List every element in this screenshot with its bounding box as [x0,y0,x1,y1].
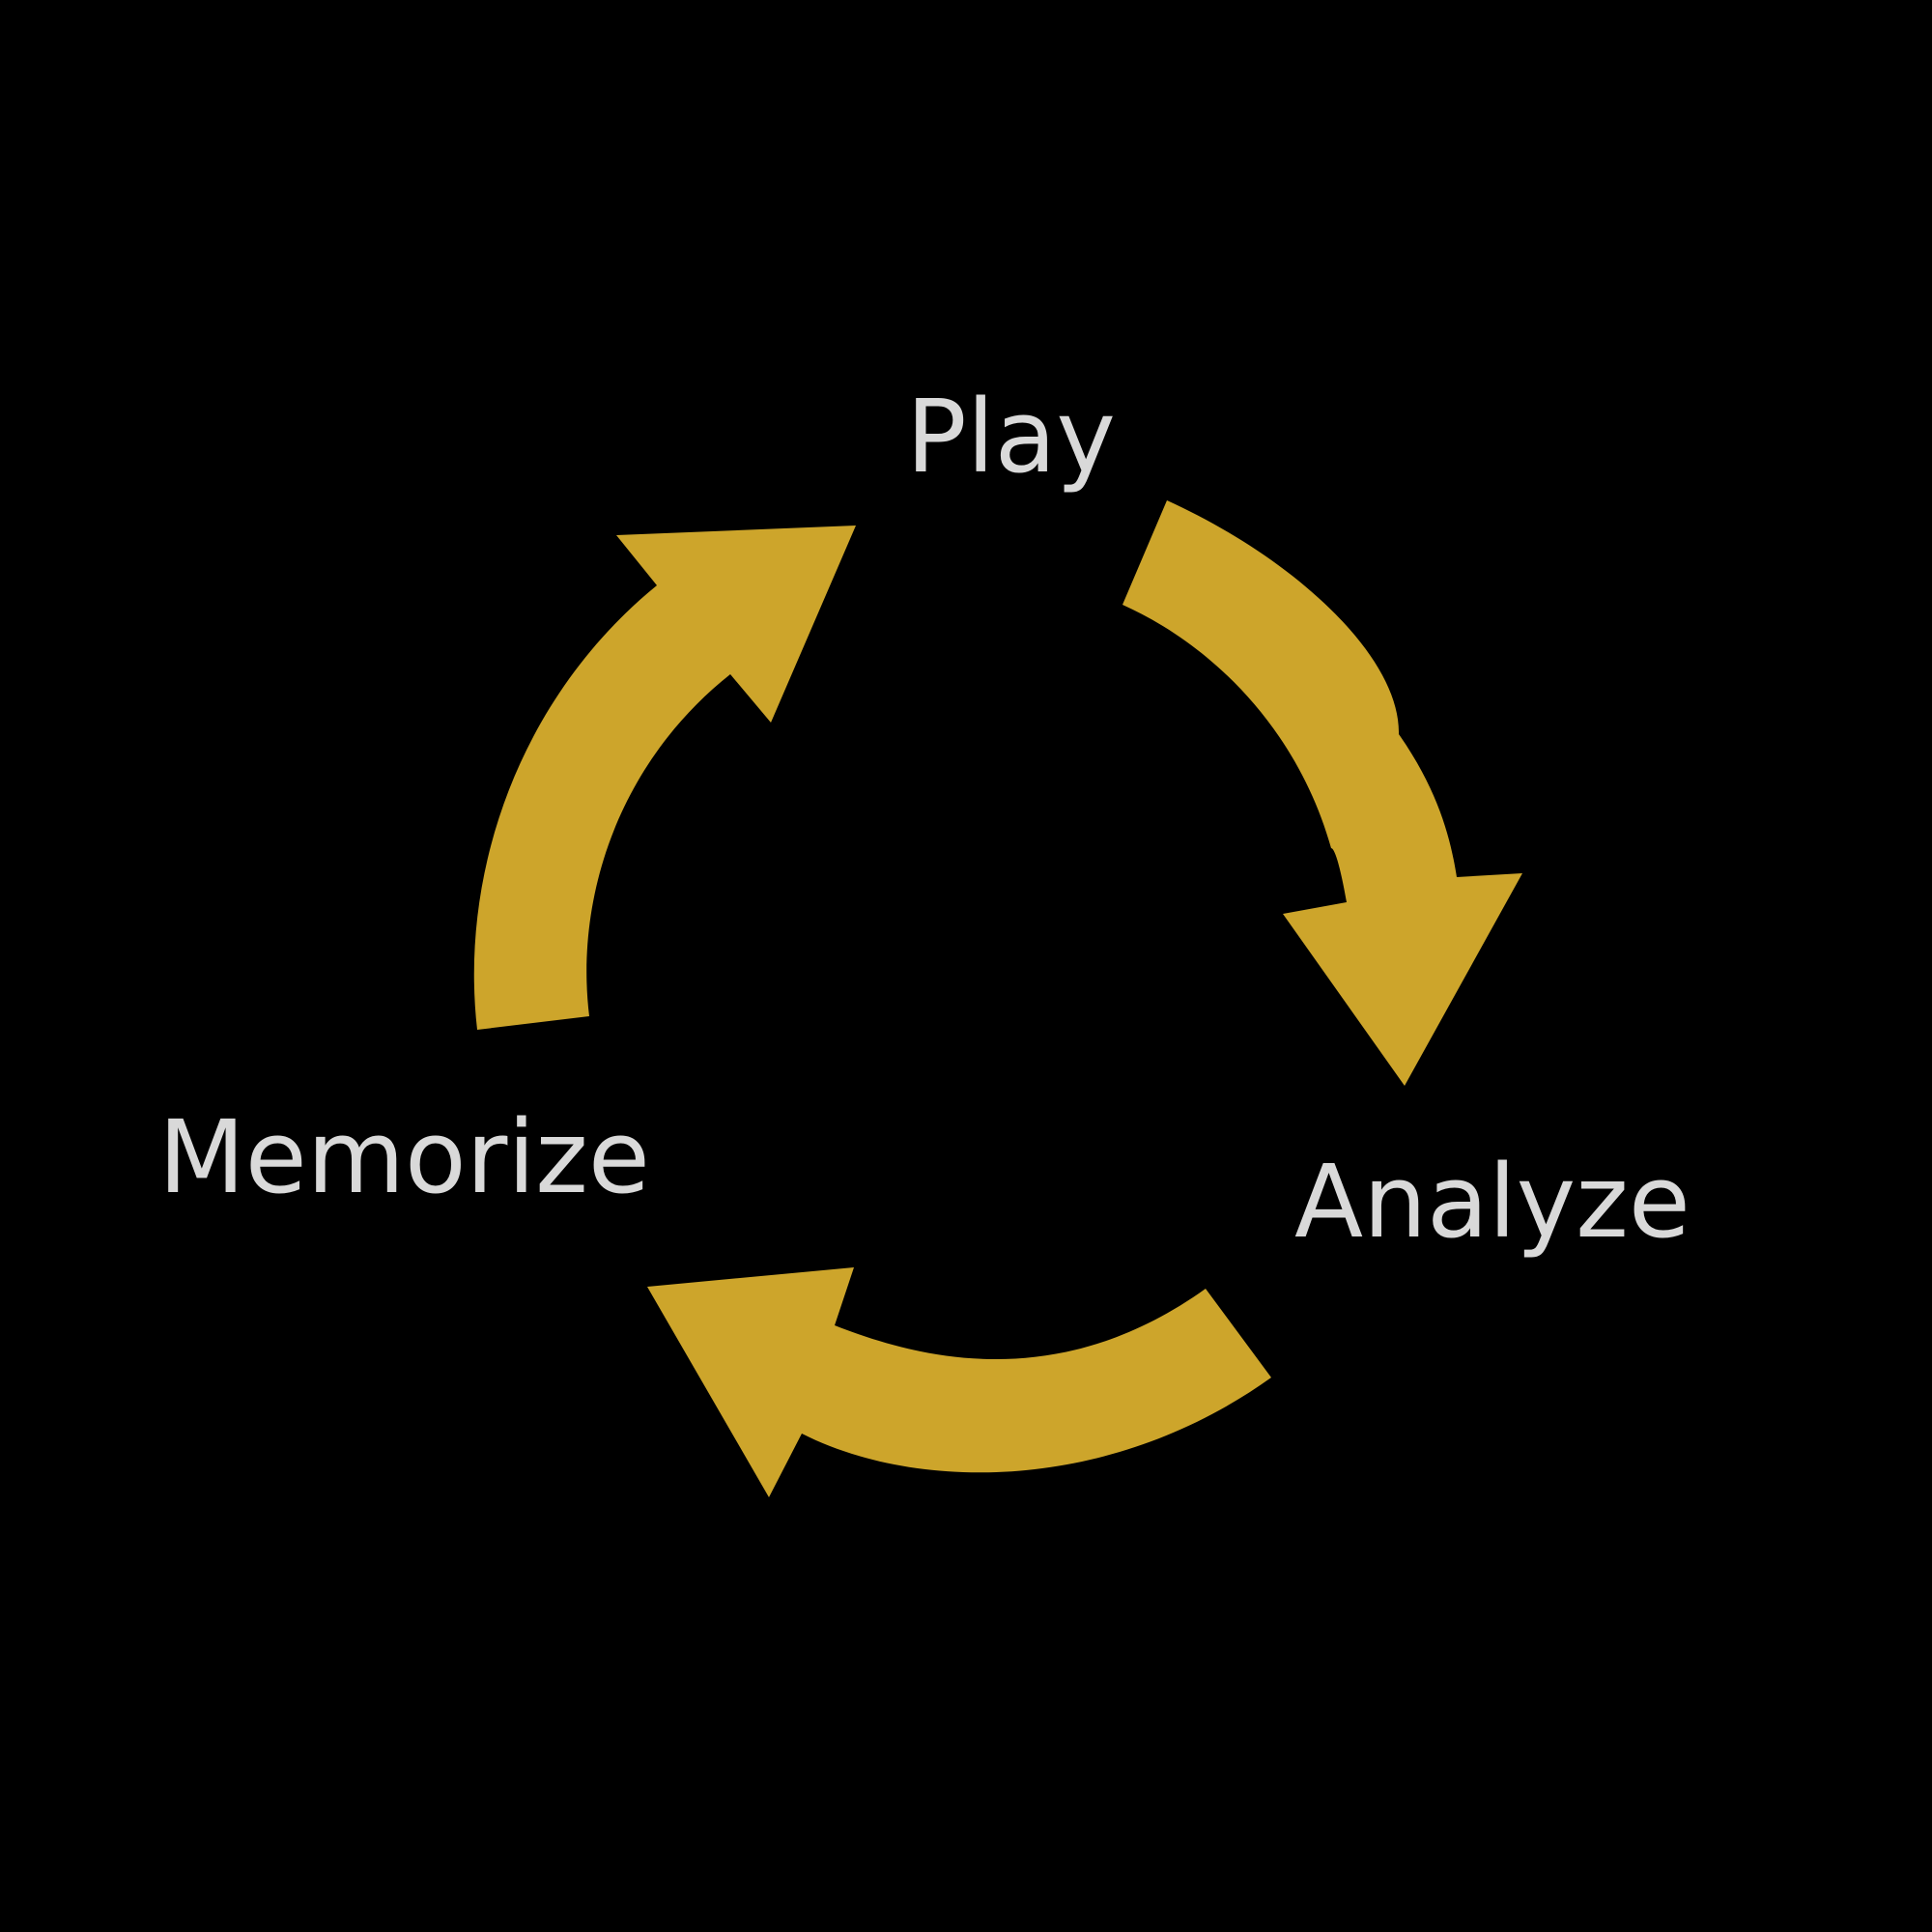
stage-label-play: Play [906,378,1116,496]
arrow-play-to-analyze [1122,500,1522,1086]
arrow-analyze-to-memorize [647,1267,1271,1497]
stage-label-analyze: Analyze [1294,1143,1690,1261]
arrow-memorize-to-play [473,526,856,1030]
stage-label-memorize: Memorize [158,1098,650,1216]
